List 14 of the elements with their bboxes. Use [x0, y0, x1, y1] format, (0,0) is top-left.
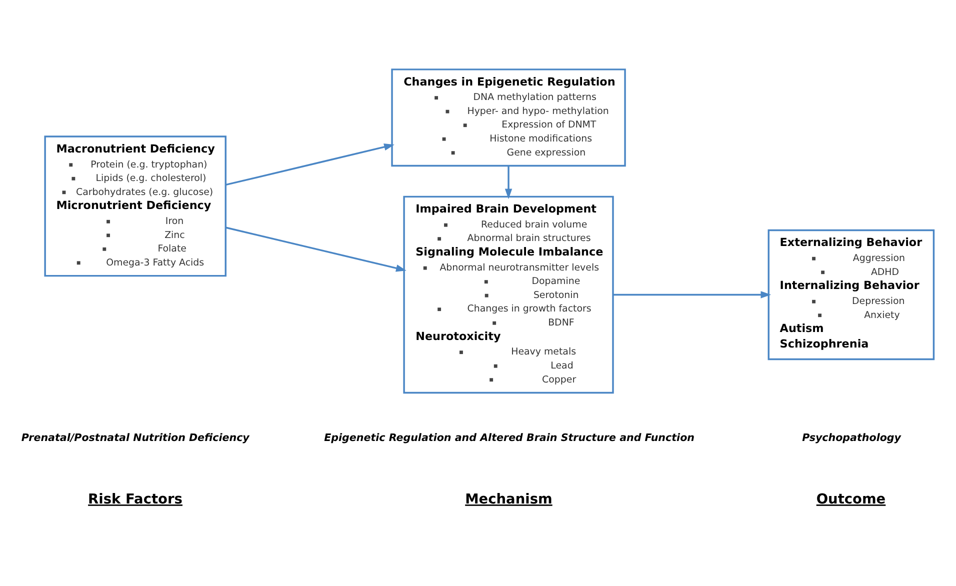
arrow [613, 291, 772, 298]
label: Psychopathology [802, 432, 902, 444]
label: Prenatal/Postnatal Nutrition Deficiency [21, 432, 250, 444]
arrow [225, 143, 394, 186]
arrow [225, 226, 406, 272]
node-box: Externalizing Behavior Aggression ADHD Internalizing Behavior Depression Anxiety Autism Schizophrenia [768, 229, 935, 360]
arrow [504, 166, 512, 200]
label: Mechanism [465, 491, 552, 508]
node-box: Macronutrient Deficiency Protein (e.g. tryptophan) Lipids (e.g. cholesterol) Carbohydrates (e.g. glucose) Micronutrient Deficiency Iron Zinc Folate Omega-3 Fatty Acids [44, 136, 226, 277]
node-box: Impaired Brain Development Reduced brain volume Abnormal brain structures Signaling Molecule Imbalance Abnormal neurotransmitter levels Dopamine Serotonin Changes in growth factors BDNF Neurotoxicity Heavy metals Lead Copper [403, 196, 614, 394]
label: Epigenetic Regulation and Altered Brain Structure and Function [324, 432, 694, 444]
label: Risk Factors [88, 491, 182, 508]
node-box: Changes in Epigenetic Regulation DNA methylation patterns Hyper- and hypo- methylation Expression of DNMT Histone modifications Gene expression [391, 68, 626, 167]
label: Outcome [816, 491, 886, 508]
